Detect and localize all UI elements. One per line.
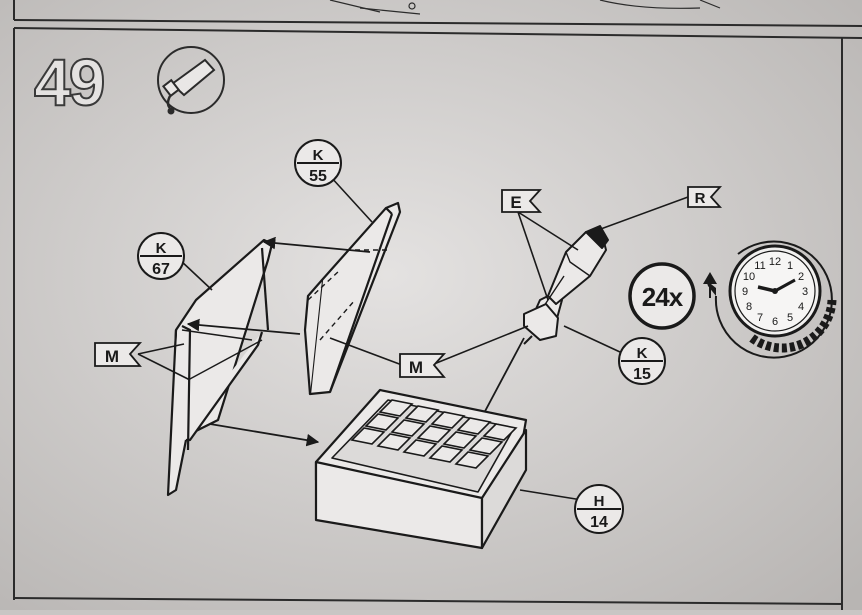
callout-k67-letter: K	[156, 240, 167, 257]
clock-number: 4	[798, 301, 804, 313]
flag-r-label: R	[695, 190, 706, 207]
flag-e: E	[501, 189, 543, 213]
flag-m-center: M	[399, 353, 447, 378]
clock-number: 11	[754, 260, 765, 272]
step-frame	[13, 27, 862, 610]
clock-number: 6	[772, 316, 778, 328]
flag-m-center-label: M	[409, 358, 423, 377]
callout-k55-letter: K	[313, 147, 324, 164]
flag-e-label: E	[510, 193, 521, 212]
part-k55-panel	[303, 201, 402, 396]
crate-compartment	[350, 427, 386, 445]
clock-number: 5	[787, 312, 793, 324]
callout-k55-number: 55	[309, 168, 327, 185]
crate-compartment	[456, 417, 492, 435]
leader-lines	[137, 175, 689, 501]
crate-compartment	[428, 445, 464, 463]
repeat-count-badge: 24x	[628, 262, 696, 330]
clock-number: 1	[787, 260, 793, 272]
clock-number: 3	[802, 286, 808, 298]
callout-h14-letter: H	[594, 493, 605, 510]
previous-step-frame	[13, 0, 862, 27]
crate-compartment	[404, 405, 440, 423]
callout-k15-letter: K	[637, 345, 648, 362]
flag-m-left-label: M	[105, 347, 119, 366]
clock-number: 7	[757, 312, 763, 324]
flag-m-left: M	[94, 342, 143, 367]
step-number: 49	[34, 45, 104, 119]
clock-minute-hand	[774, 278, 796, 293]
crate-compartment	[376, 433, 412, 451]
clock-number: 10	[743, 271, 755, 283]
crate-compartment	[416, 425, 452, 443]
crate-compartment	[402, 439, 438, 457]
callout-k67: K 67	[137, 232, 185, 280]
crate-compartment	[364, 413, 400, 431]
crate-compartment	[482, 423, 518, 441]
callout-k15: K 15	[618, 337, 666, 385]
crate-compartment	[454, 451, 490, 469]
callout-h14: H 14	[574, 484, 624, 534]
clock-number: 2	[798, 271, 804, 283]
crate-compartment	[378, 399, 414, 417]
callout-k67-number: 67	[152, 261, 170, 278]
crate-compartment	[468, 437, 504, 455]
callout-h14-number: 14	[590, 514, 608, 531]
part-k15-bomb	[523, 225, 609, 345]
callout-k15-number: 15	[633, 366, 651, 383]
clock-number: 9	[742, 286, 748, 298]
clock-number: 8	[746, 301, 752, 313]
crate-compartment	[430, 411, 466, 429]
callout-k55: K 55	[294, 139, 342, 187]
crate-compartment	[442, 431, 478, 449]
flag-r: R	[687, 186, 723, 208]
clock-number: 12	[769, 256, 781, 268]
crate-compartments	[350, 399, 518, 469]
crate-compartment	[390, 419, 426, 437]
glue-tube-icon	[157, 46, 225, 115]
repeat-count-label: 24x	[642, 282, 684, 312]
